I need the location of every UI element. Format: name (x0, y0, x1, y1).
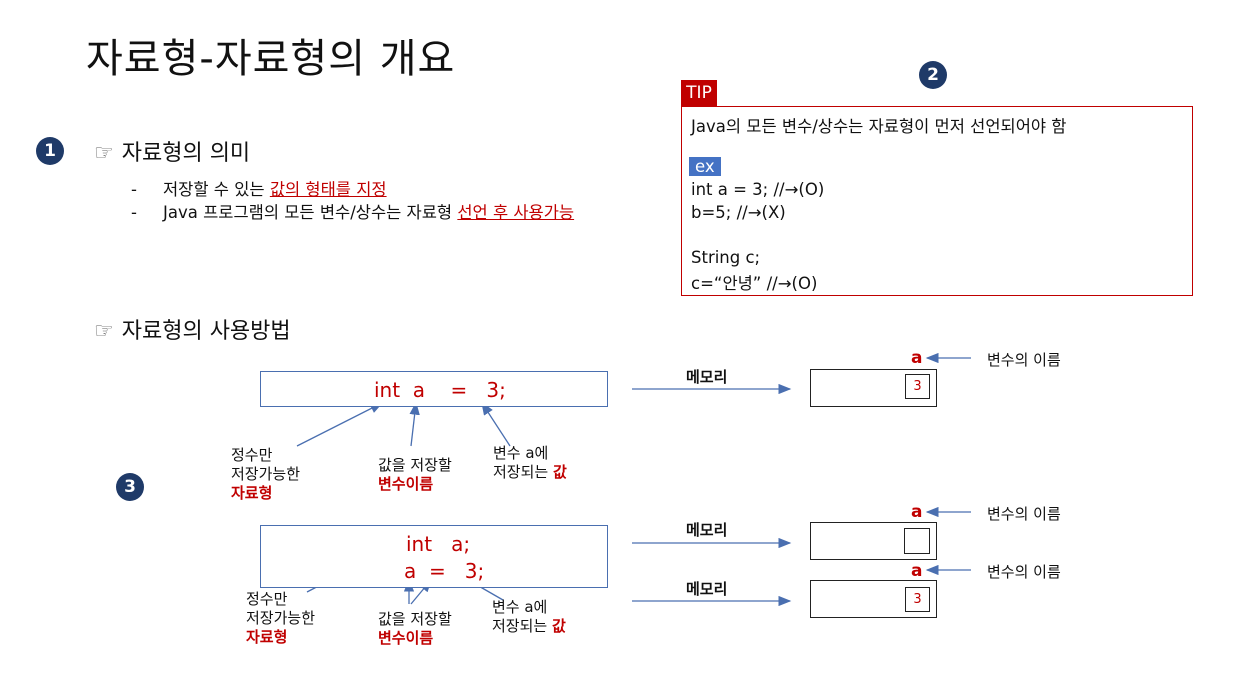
memory-value-1: 3 (905, 374, 930, 399)
bullet-text: Java 프로그램의 모든 변수/상수는 자료형 (163, 203, 458, 222)
tip-line-3: b=5; //→(X) (691, 203, 786, 222)
arrow-val-1 (481, 401, 511, 447)
annotation-highlight: 변수이름 (378, 629, 434, 647)
code-type: int (374, 378, 401, 402)
var-name-1: a (911, 348, 923, 368)
tip-label: TIP (681, 80, 717, 106)
memory-label-1: 메모리 (686, 368, 728, 386)
code-line-2a: int a; (406, 532, 471, 556)
tip-line-5: c=“안녕” //→(O) (691, 274, 818, 293)
code-val: 3; (486, 378, 506, 402)
section-meaning-label: 자료형의 의미 (121, 141, 251, 166)
memory-empty-cell (904, 528, 930, 554)
annotation-text: 변수 a에 (493, 444, 549, 462)
pointing-hand-icon: ☞ (94, 319, 114, 344)
pointing-hand-icon: ☞ (94, 141, 114, 166)
bullet-highlight: 값의 형태를 지정 (269, 180, 387, 199)
page-title: 자료형-자료형의 개요 (86, 36, 456, 82)
bullet-dash: - (131, 203, 137, 222)
tip-line-1: Java의 모든 변수/상수는 자료형이 먼저 선언되어야 함 (691, 117, 1067, 136)
code-line-2b: a = 3; (404, 559, 485, 583)
var-name-3: a (911, 561, 923, 581)
var-note-2: 변수의 이름 (987, 505, 1061, 523)
annotation-text: 정수만 (231, 446, 273, 464)
tip-ex-label: ex (689, 157, 721, 176)
annotation-highlight: 값 (551, 617, 566, 635)
code-box-1 (260, 371, 608, 407)
section-usage-label: 자료형의 사용방법 (121, 319, 291, 344)
memory-label-3: 메모리 (686, 580, 728, 598)
arrow-type-1 (296, 402, 384, 447)
annotation-text: 저장되는 (493, 463, 553, 481)
annotation-highlight: 값 (552, 463, 567, 481)
bullet-text: 저장할 수 있는 (163, 180, 270, 199)
annotation-text: 정수만 (246, 590, 288, 608)
bullet-item-2: - Java 프로그램의 모든 변수/상수는 자료형 선언 후 사용가능 (131, 199, 574, 223)
annotation-text: 저장되는 (492, 617, 552, 635)
annotation-highlight: 자료형 (231, 484, 273, 502)
annotation-var-1: 값을 저장할 변수이름 (378, 456, 452, 494)
annotation-val-2: 변수 a에 저장되는 값 (492, 598, 566, 636)
var-name-2: a (911, 502, 923, 522)
memory-value-3: 3 (905, 587, 930, 612)
code-line-1: int a = 3; (374, 378, 506, 402)
annotation-highlight: 변수이름 (378, 475, 434, 493)
step-badge-1: 1 (36, 137, 64, 165)
annotation-text: 값을 저장할 (378, 610, 452, 628)
var-note-1: 변수의 이름 (987, 351, 1061, 369)
step-badge-3: 3 (116, 473, 144, 501)
tip-box (681, 106, 1193, 296)
memory-label-2: 메모리 (686, 521, 728, 539)
annotation-text: 저장가능한 (231, 465, 301, 483)
arrow-var-1 (409, 401, 420, 447)
bullet-item-1: - 저장할 수 있는 값의 형태를 지정 (131, 176, 387, 200)
annotation-highlight: 자료형 (246, 628, 288, 646)
bullet-dash: - (131, 180, 137, 199)
annotation-type-2: 정수만 저장가능한 자료형 (246, 590, 315, 647)
ex-highlight: ex (689, 157, 721, 176)
bullet-highlight: 선언 후 사용가능 (457, 203, 575, 222)
annotation-text: 값을 저장할 (378, 456, 452, 474)
tip-line-2: int a = 3; //→(O) (691, 180, 825, 199)
tip-line-4: String c; (691, 248, 761, 267)
code-var: a (412, 378, 426, 402)
section-meaning-heading: ☞ 자료형의 의미 (94, 135, 250, 167)
var-note-3: 변수의 이름 (987, 563, 1061, 581)
annotation-text: 저장가능한 (246, 609, 316, 627)
annotation-type-1: 정수만 저장가능한 자료형 (231, 446, 300, 503)
annotation-val-1: 변수 a에 저장되는 값 (493, 444, 567, 482)
code-box-2 (260, 525, 608, 588)
step-badge-2: 2 (919, 61, 947, 89)
code-eq: = (450, 378, 468, 402)
annotation-text: 변수 a에 (492, 598, 548, 616)
section-usage-heading: ☞ 자료형의 사용방법 (94, 313, 291, 345)
annotation-var-2: 값을 저장할 변수이름 (378, 610, 452, 648)
